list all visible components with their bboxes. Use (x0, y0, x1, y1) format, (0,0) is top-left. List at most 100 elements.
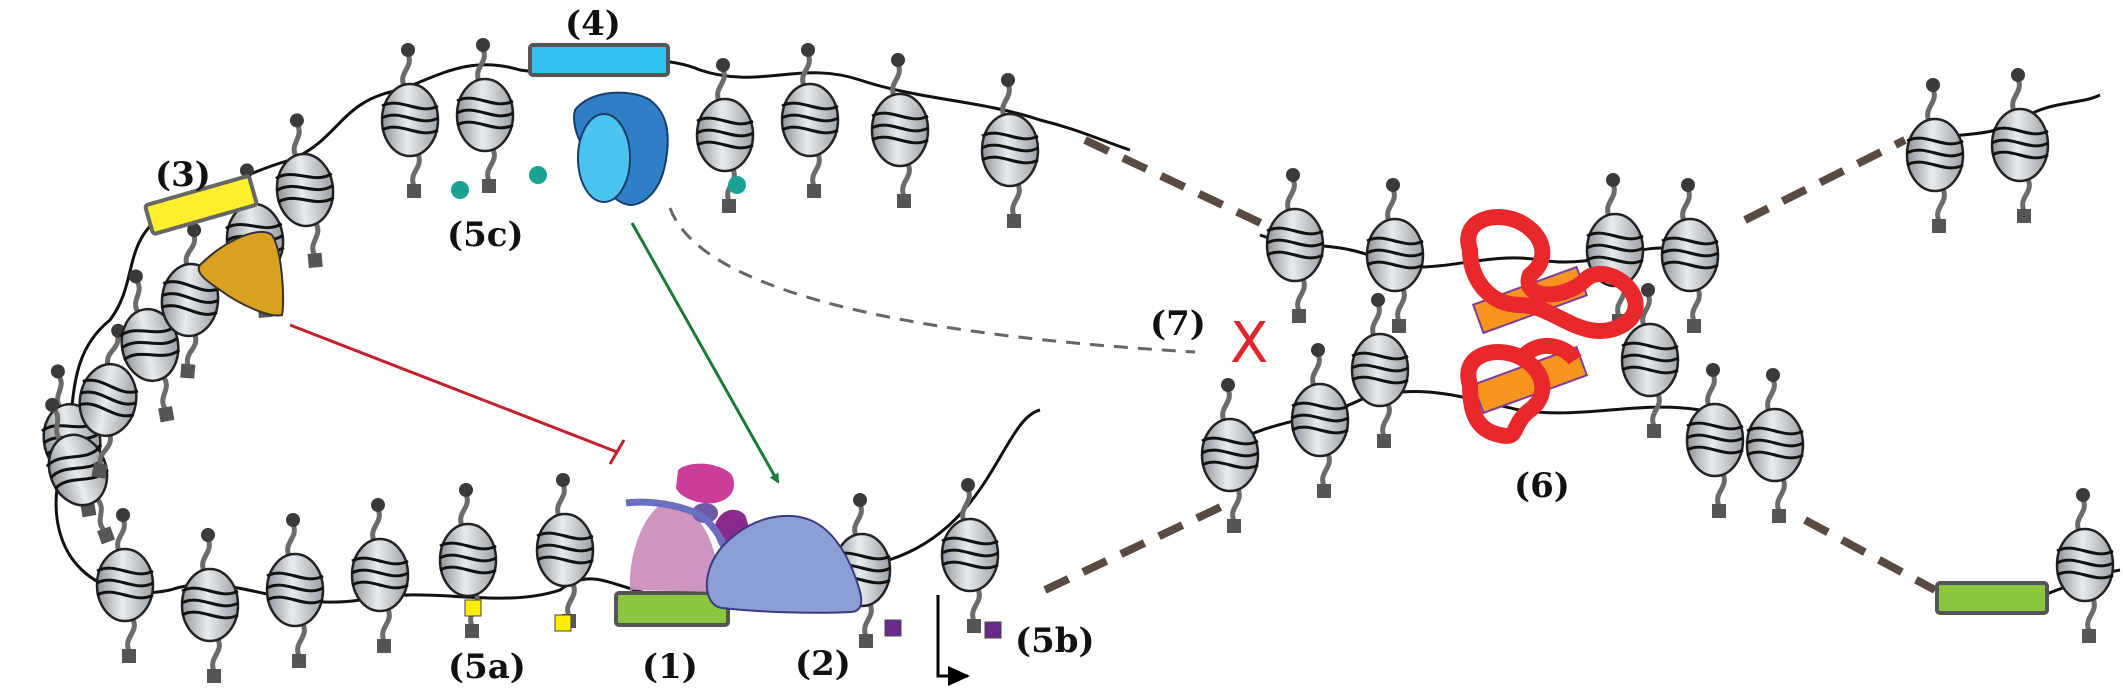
histone-mark-dot (116, 508, 130, 522)
histone-tail-icon (1220, 388, 1232, 422)
dna-wrap (96, 566, 154, 576)
histone-tail-icon (810, 153, 822, 187)
blocked-interaction-path (668, 207, 1196, 354)
linker-dashed-bottom-left (1043, 501, 1227, 594)
dna-wrap (2056, 570, 2114, 580)
label-5c: (5c) (447, 215, 524, 255)
distal-green-element (1935, 581, 2049, 615)
histone-mark-square (1772, 509, 1786, 523)
histone-tail-icon (2075, 498, 2087, 532)
dna-wrap (1661, 260, 1719, 270)
dna-wrap (439, 541, 497, 551)
histone-mark-dot (1371, 293, 1385, 307)
histone-tail-icon (1925, 88, 1937, 122)
dna-wrap (536, 531, 594, 541)
dna-wrap (1291, 425, 1349, 435)
dna-wrap (981, 131, 1039, 141)
dna-wrap (381, 125, 439, 135)
dna-wrap (277, 196, 335, 204)
dna-wrap (871, 111, 929, 121)
dna-wrap (2056, 546, 2114, 556)
dna-wrap (536, 555, 594, 565)
dna-wrap (266, 583, 324, 593)
histone-mark-dot (476, 38, 490, 52)
nucleosome-icon (1745, 368, 1805, 523)
histone-mark-square (97, 526, 116, 545)
dna-wrap (439, 553, 497, 563)
histone-mark-square-colored (464, 599, 482, 617)
nucleosome-icon (940, 478, 1000, 633)
dna-wrap (941, 560, 999, 570)
nucleosome-icon (1660, 178, 1720, 333)
histone-tail-icon (400, 53, 412, 87)
dna-wrap (1291, 401, 1349, 411)
label-enhancer: (4) (565, 4, 621, 44)
enhancer-element (528, 43, 670, 77)
histone-mark-dot-colored (529, 166, 547, 184)
histone-mark-square (91, 462, 108, 479)
histone-tail-icon (1380, 403, 1392, 437)
dna-wrap (696, 140, 754, 150)
nucleosome-icon (1200, 378, 1260, 533)
repression-blunt-end (608, 439, 626, 465)
histone-mark-dot (128, 269, 143, 284)
nucleosome-icon (1365, 178, 1425, 333)
dna-wrap (1991, 126, 2049, 136)
mediator-magenta (676, 463, 735, 504)
histone-mark-dot (556, 473, 570, 487)
dna-wrap (275, 172, 333, 180)
dna-wrap (266, 571, 324, 581)
dna-wrap (1201, 436, 1259, 446)
histone-tail-icon (800, 53, 812, 87)
dna-wrap (1686, 445, 1744, 455)
dna-wrap (1201, 460, 1259, 470)
histone-mark-square (1007, 214, 1021, 228)
nucleosome-icon (438, 483, 498, 638)
activator-protein-light (577, 113, 631, 203)
dna-wrap (1366, 248, 1424, 258)
histone-mark-square (722, 199, 736, 213)
dna-wrap (1291, 413, 1349, 423)
histone-mark-dot (50, 364, 65, 379)
histone-mark-square (967, 619, 981, 633)
histone-mark-dot (1641, 283, 1655, 297)
histone-tail-icon (1775, 478, 1787, 512)
dna-wrap (981, 143, 1039, 153)
histone-mark-dot (239, 163, 254, 178)
histone-tail-icon (1715, 473, 1727, 507)
dna-wrap (96, 590, 154, 600)
histone-mark-dot (401, 43, 415, 57)
label-5a: (5a) (448, 647, 526, 687)
histone-tail-icon (565, 583, 577, 617)
histone-tail-icon (1385, 188, 1397, 222)
histone-mark-dot (853, 493, 867, 507)
histone-mark-square (465, 624, 479, 638)
histone-mark-square (407, 184, 421, 198)
histone-mark-dot-colored (728, 176, 746, 194)
dna-wrap (1351, 351, 1409, 361)
dna-wrap (225, 222, 283, 230)
histone-tail-icon (295, 623, 307, 657)
histone-tail-icon (184, 333, 199, 367)
histone-mark-square (1377, 434, 1391, 448)
dna-wrap (1266, 250, 1324, 260)
histone-tail-icon (1230, 488, 1242, 522)
histone-mark-square (307, 252, 323, 268)
histone-mark-dot (45, 397, 60, 412)
histone-tail-icon (960, 488, 972, 522)
dna-wrap (1906, 148, 1964, 158)
histone-mark-dot (1311, 343, 1325, 357)
insulator-complex (1460, 209, 1644, 444)
histone-mark-dot (371, 498, 385, 512)
activation-arrow (630, 222, 780, 484)
histone-mark-square (1292, 309, 1306, 323)
histone-mark-dot (891, 53, 905, 67)
histone-tail-icon (1310, 353, 1322, 387)
dna-wrap (1586, 243, 1644, 253)
linker-dashed-bottom-right (1803, 516, 1937, 594)
dna-wrap (1746, 426, 1804, 436)
histone-tail-icon (890, 63, 902, 97)
general-factor-pink (629, 504, 719, 592)
